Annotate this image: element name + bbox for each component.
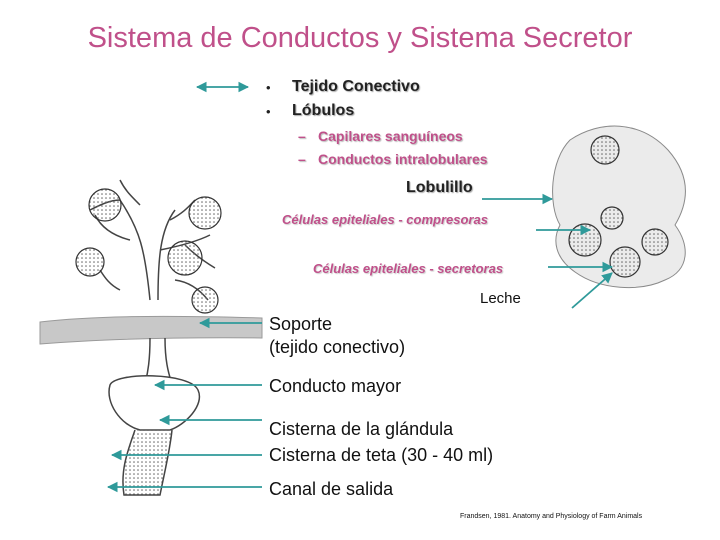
sub-bullet-conductos: –Conductos intralobulares: [298, 151, 488, 167]
page-title: Sistema de Conductos y Sistema Secretor: [87, 22, 633, 54]
label-soporte-line2: (tejido conectivo): [269, 337, 406, 357]
bullet-tejido-conectivo: Tejido Conectivo: [292, 78, 420, 95]
label-celulas-compresoras: Células epiteliales - compresoras: [282, 212, 488, 227]
sub-bullet-label: Capilares sanguíneos: [318, 128, 463, 144]
pointer-arrows: [106, 81, 614, 493]
bullet-dot: •: [266, 104, 271, 119]
label-celulas-secretoras: Células epiteliales - secretoras: [313, 261, 504, 276]
label-conducto-mayor: Conducto mayor: [269, 376, 402, 396]
lobulillo-label: Lobulillo: [406, 179, 473, 196]
lobule-alveoli: [568, 135, 669, 278]
bullet-dot: •: [266, 80, 271, 95]
bullet-lobulos: Lóbulos: [292, 102, 355, 119]
alveoli-clusters: [75, 188, 222, 314]
label-canal-salida: Canal de salida: [269, 479, 394, 499]
label-leche: Leche: [480, 290, 521, 307]
gland-cistern-illustration: [108, 337, 201, 496]
label-cisterna-teta: Cisterna de teta (30 - 40 ml): [269, 445, 494, 465]
sub-bullet-label: Conductos intralobulares: [318, 151, 488, 167]
sub-bullet-capilares: –Capilares sanguíneos: [298, 128, 463, 144]
label-soporte-line1: Soporte: [269, 314, 333, 334]
connective-tissue-band: [39, 315, 263, 345]
label-soporte: Soporte (tejido conectivo): [269, 313, 405, 359]
citation: Frandsen, 1981. Anatomy and Physiology o…: [460, 513, 643, 520]
label-cisterna-glandula: Cisterna de la glándula: [269, 419, 454, 439]
